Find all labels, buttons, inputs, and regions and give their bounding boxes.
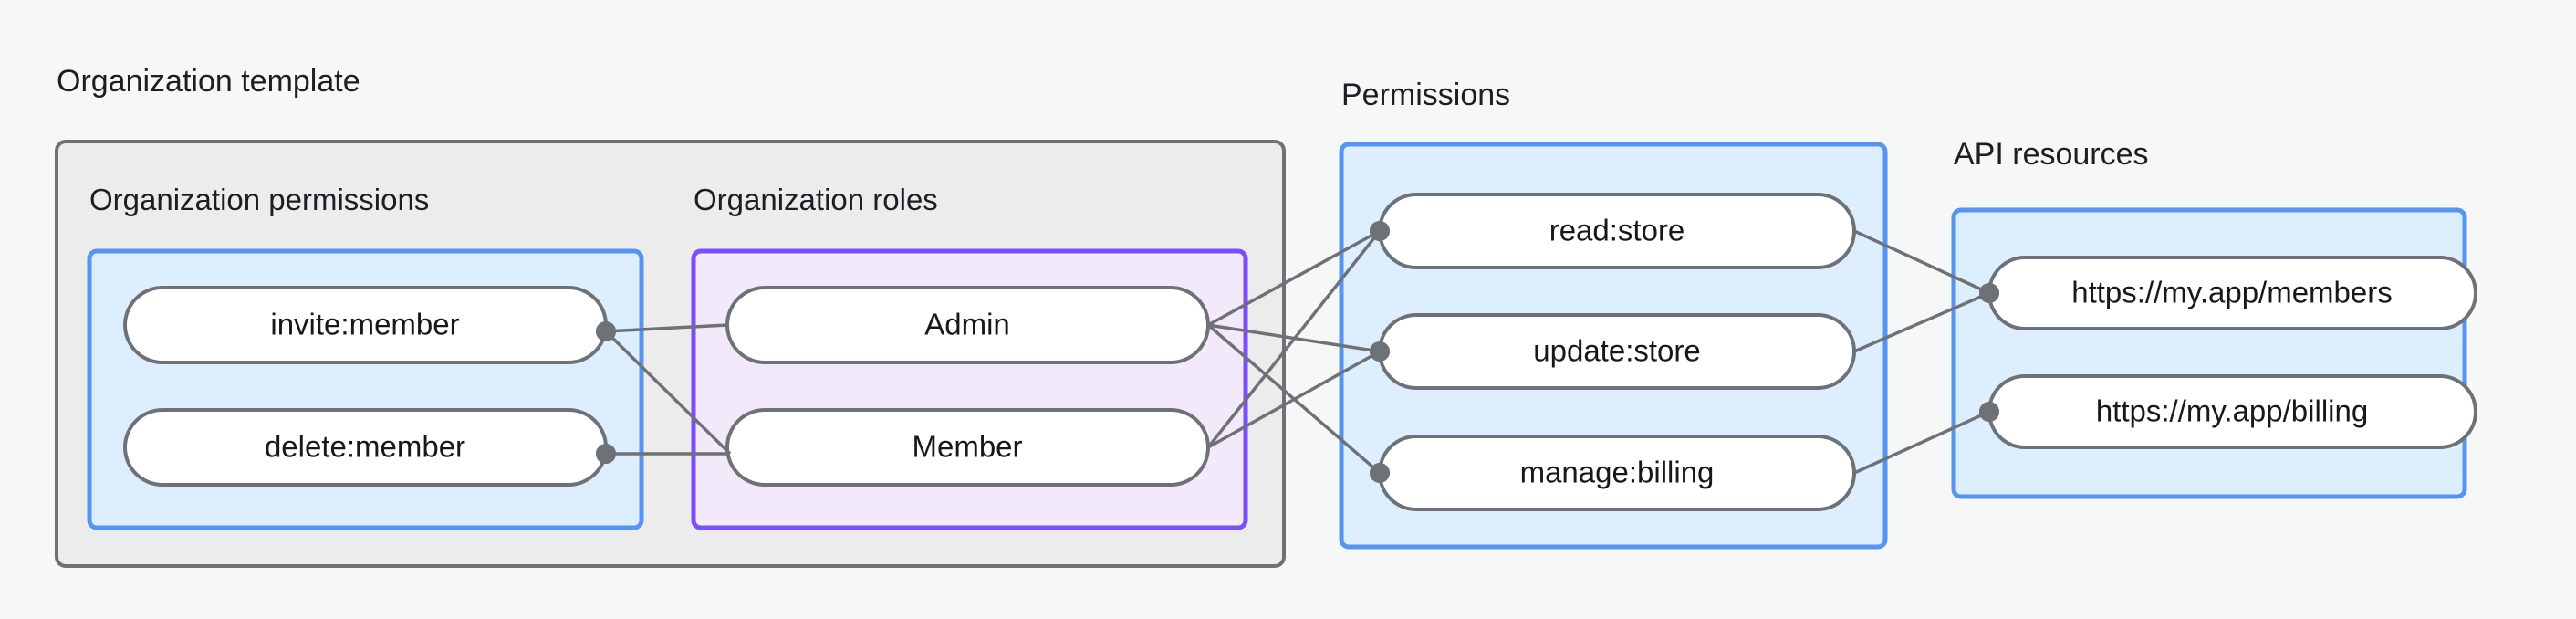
node-admin[interactable]: Admin — [725, 286, 1210, 364]
permissions-title: Permissions — [1341, 78, 1510, 112]
node-member-label: Member — [912, 430, 1022, 464]
node-read-store-label: read:store — [1549, 214, 1685, 247]
node-invite-member[interactable]: invite:member — [123, 286, 608, 364]
api-resources-box — [1951, 207, 2467, 499]
port-billing-resource-in-top — [1979, 402, 1999, 422]
edge-read-store-members — [1853, 229, 1990, 295]
node-delete-member-label: delete:member — [265, 430, 465, 464]
organization-permissions-title: Organization permissions — [89, 183, 429, 216]
organization-roles-title: Organization roles — [694, 183, 938, 216]
node-member[interactable]: Member — [725, 408, 1210, 487]
node-members-resource[interactable]: https://my.app/members — [1987, 256, 2477, 330]
edge-manage-billing-billing — [1853, 410, 1990, 475]
edge-member-update-store — [1207, 350, 1381, 449]
port-members-resource-in-top — [1979, 283, 1999, 303]
edge-invite-member-member — [604, 330, 732, 456]
node-members-resource-label: https://my.app/members — [2071, 276, 2393, 310]
edge-member-read-store — [1206, 229, 1382, 449]
node-invite-member-label: invite:member — [270, 308, 459, 341]
port-manage-billing-in-top — [1370, 463, 1390, 483]
api-resources-title: API resources — [1954, 137, 2149, 172]
node-update-store[interactable]: update:store — [1378, 313, 1856, 390]
edge-update-store-members — [1853, 291, 1990, 353]
edge-invite-member-admin — [605, 323, 728, 333]
node-admin-label: Admin — [924, 308, 1010, 341]
node-manage-billing-label: manage:billing — [1520, 456, 1715, 489]
node-billing-resource-label: https://my.app/billing — [2096, 394, 2368, 428]
port-update-store-in-top — [1370, 341, 1390, 362]
port-invite-member-out-top — [596, 321, 616, 341]
node-delete-member[interactable]: delete:member — [123, 408, 608, 487]
port-read-store-in-top — [1370, 221, 1390, 241]
node-manage-billing[interactable]: manage:billing — [1378, 435, 1856, 511]
organization-template-title: Organization template — [57, 64, 360, 99]
node-update-store-label: update:store — [1533, 334, 1700, 368]
node-billing-resource[interactable]: https://my.app/billing — [1987, 374, 2477, 449]
edge-admin-read-store — [1207, 229, 1381, 327]
port-delete-member-out-top — [596, 444, 616, 464]
node-read-store[interactable]: read:store — [1378, 193, 1856, 269]
